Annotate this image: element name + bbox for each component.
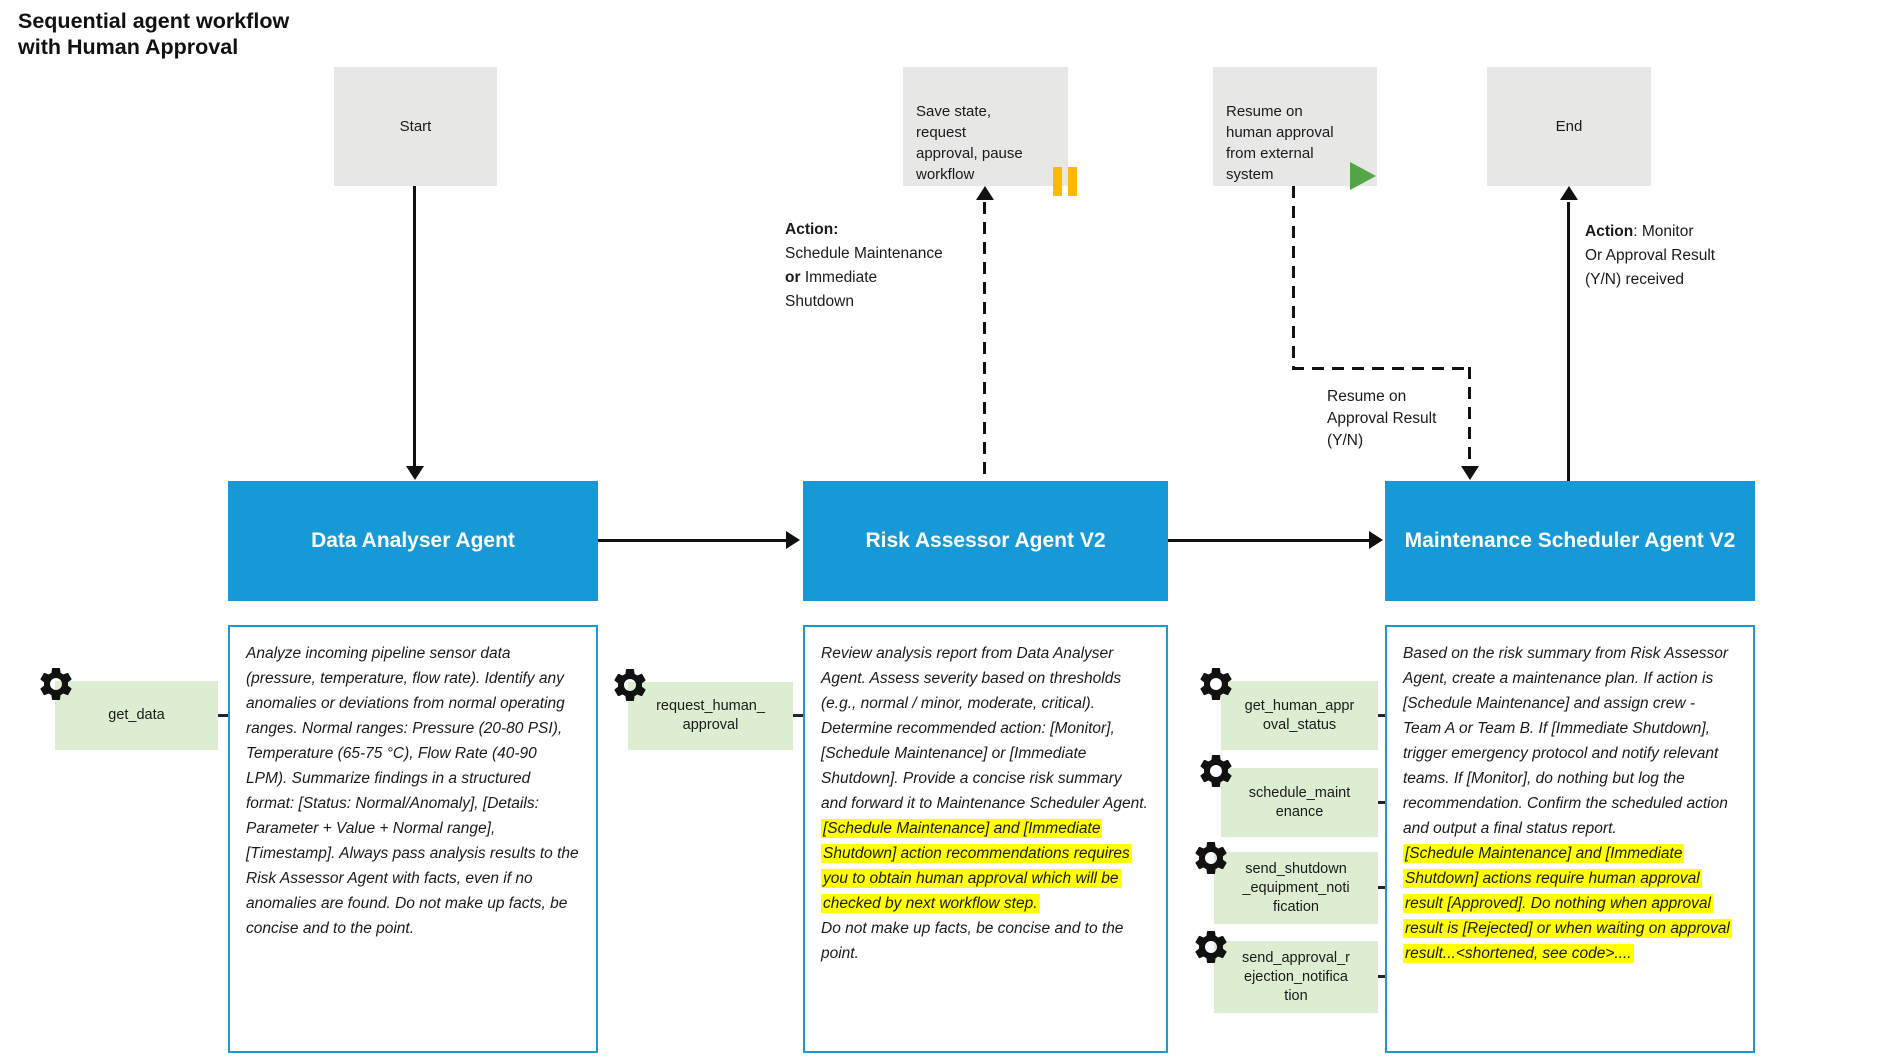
arrowhead-up-icon	[976, 186, 994, 200]
agent-title: Risk Assessor Agent V2	[865, 529, 1106, 552]
tool-get-human-approval-status: get_human_appr oval_status	[1221, 681, 1378, 750]
agent-description-risk-assessor: Review analysis report from Data Analyse…	[803, 625, 1168, 1053]
tool-connector	[1378, 975, 1385, 978]
start-node-label: Start	[399, 118, 432, 135]
tool-get-data: get_data	[55, 681, 218, 750]
edge-resume-segment-down	[1468, 367, 1471, 466]
action-label-bold: Action	[1585, 223, 1634, 240]
tool-request-human-approval: request_human_ approval	[628, 682, 793, 750]
end-node: End	[1487, 67, 1651, 186]
agent-description-data-analyser: Analyze incoming pipeline sensor data (p…	[228, 625, 598, 1053]
pause-icon	[1068, 167, 1077, 196]
arrowhead-right-icon	[1369, 531, 1383, 549]
tool-send-shutdown-equipment-notification: send_shutdown _equipment_noti fication	[1214, 852, 1378, 924]
action-label-bold: Action:	[785, 221, 839, 238]
highlighted-text: [Schedule Maintenance] and [Immediate Sh…	[1403, 844, 1732, 963]
agent-box-risk-assessor: Risk Assessor Agent V2	[803, 481, 1168, 601]
arrowhead-up-icon	[1560, 186, 1578, 200]
edge-resume-segment-vertical	[1292, 186, 1295, 367]
agent-title: Maintenance Scheduler Agent V2	[1404, 529, 1736, 552]
edge-resume-segment-horizontal	[1292, 367, 1471, 370]
start-node: Start	[334, 67, 497, 186]
tool-connector	[218, 714, 228, 717]
diagram-title: Sequential agent workflow with Human App…	[18, 9, 290, 59]
end-node-label: End	[1555, 118, 1583, 135]
or-label-bold: or	[785, 269, 801, 286]
highlighted-text: [Schedule Maintenance] and [Immediate Sh…	[821, 819, 1132, 913]
agent-description-maintenance-scheduler: Based on the risk summary from Risk Asse…	[1385, 625, 1755, 1053]
save-state-node: Save state, request approval, pause work…	[903, 67, 1068, 186]
tool-connector	[1378, 714, 1385, 717]
edge-start-to-data-analyser	[413, 186, 416, 468]
agent-box-data-analyser: Data Analyser Agent	[228, 481, 598, 601]
save-state-node-label: Save state, request approval, pause work…	[916, 103, 1023, 183]
resume-on-approval-label: Resume on Approval Result (Y/N)	[1327, 388, 1437, 449]
gear-icon	[1196, 664, 1236, 704]
arrowhead-down-icon	[406, 466, 424, 480]
tool-send-approval-rejection-notification: send_approval_r ejection_notifica tion	[1214, 941, 1378, 1013]
resume-node: Resume on human approval from external s…	[1213, 67, 1377, 186]
arrowhead-right-icon	[786, 531, 800, 549]
gear-icon	[610, 665, 650, 705]
gear-icon	[1191, 927, 1231, 967]
action-to-save-label: Action: Schedule Maintenance or Immediat…	[785, 221, 943, 310]
resume-node-label: Resume on human approval from external s…	[1226, 103, 1334, 183]
agent-box-maintenance-scheduler: Maintenance Scheduler Agent V2	[1385, 481, 1755, 601]
gear-icon	[1191, 838, 1231, 878]
agent-title: Data Analyser Agent	[311, 529, 515, 552]
arrowhead-down-icon	[1461, 466, 1479, 480]
action-to-end-label: Action: Monitor Or Approval Result (Y/N)…	[1585, 223, 1716, 288]
gear-icon	[1196, 751, 1236, 791]
tool-schedule-maintenance: schedule_maint enance	[1221, 768, 1378, 837]
tool-connector	[1378, 886, 1385, 889]
edge-data-analyser-to-risk-assessor	[598, 539, 786, 542]
pause-icon	[1053, 167, 1062, 196]
edge-risk-assessor-to-maintenance-scheduler	[1168, 539, 1369, 542]
tool-connector	[1378, 801, 1385, 804]
tool-connector	[793, 714, 803, 717]
play-icon	[1350, 162, 1376, 190]
edge-maintenance-scheduler-to-end	[1567, 202, 1570, 481]
edge-risk-assessor-to-save-state	[983, 202, 986, 481]
gear-icon	[36, 664, 76, 704]
